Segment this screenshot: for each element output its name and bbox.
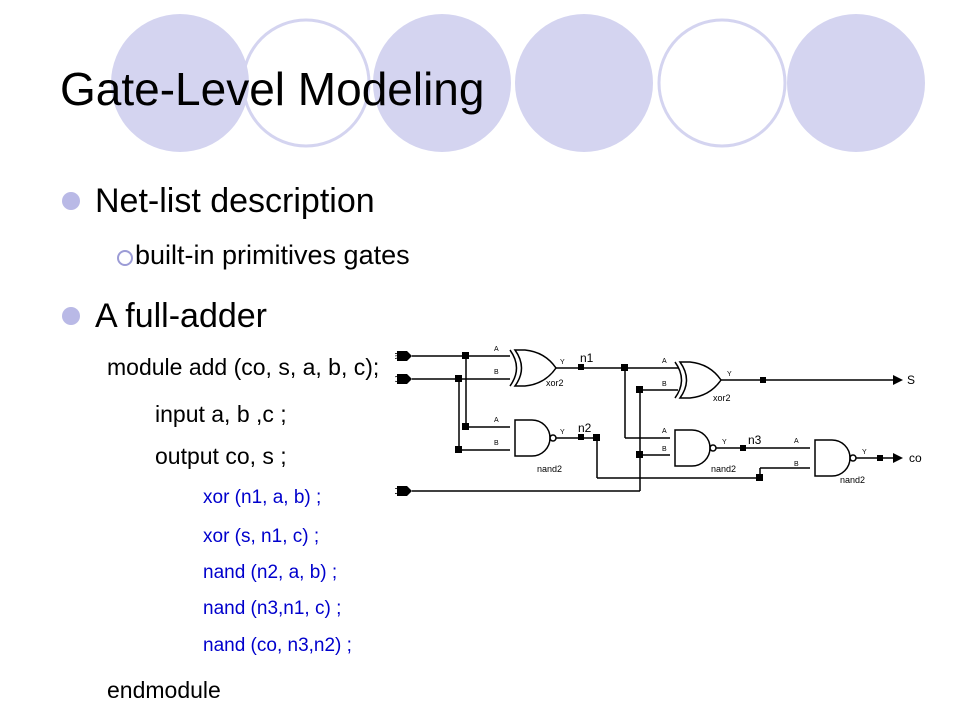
pin-label: A: [494, 417, 499, 424]
port-label: S: [907, 373, 915, 387]
port-label: a: [395, 350, 400, 362]
code-gate-line: xor (s, n1, c) ;: [203, 526, 320, 547]
deco-circle: [241, 18, 371, 148]
gate-label: nand2: [711, 464, 736, 474]
full-adder-schematic: a b c S co n1 n2 n3 xor2 nand2 xor2 nand…: [395, 345, 945, 515]
pin-label: Y: [727, 371, 732, 378]
pin-label: B: [494, 369, 499, 376]
pin-label: A: [794, 438, 799, 445]
deco-circle: [657, 18, 787, 148]
code-input-line: input a, b ,c ;: [155, 401, 287, 427]
pin-label: Y: [862, 449, 867, 456]
port-label: co: [909, 451, 922, 465]
pin-label: B: [794, 461, 799, 468]
gate-label: xor2: [713, 393, 731, 403]
port-label: b: [395, 373, 399, 385]
slide-title: Gate-Level Modeling: [60, 63, 485, 115]
bullet-netlist: Net-list description: [95, 182, 375, 220]
gate-label: nand2: [840, 475, 865, 485]
pin-label: B: [494, 440, 499, 447]
gate-label: xor2: [546, 378, 564, 388]
sub-bullet-icon: [117, 250, 133, 266]
code-output-line: output co, s ;: [155, 443, 287, 469]
gate-label: nand2: [537, 464, 562, 474]
code-gate-line: nand (co, n3,n2) ;: [203, 635, 352, 656]
code-gate-line: nand (n3,n1, c) ;: [203, 598, 342, 619]
code-gate-line: xor (n1, a, b) ;: [203, 487, 322, 508]
bullet-dot-icon: [62, 307, 80, 325]
pin-label: A: [494, 346, 499, 353]
sub-bullet-primitives: built-in primitives gates: [135, 240, 410, 270]
port-label: c: [395, 485, 399, 497]
pin-label: Y: [560, 359, 565, 366]
pin-label: Y: [722, 439, 727, 446]
net-label: n1: [580, 351, 594, 365]
net-label: n2: [578, 421, 592, 435]
bullet-full-adder: A full-adder: [95, 297, 267, 335]
deco-circle: [373, 14, 511, 152]
bullet-dot-icon: [62, 192, 80, 210]
pin-label: Y: [560, 429, 565, 436]
pin-label: B: [662, 381, 667, 388]
pin-label: B: [662, 446, 667, 453]
net-label: n3: [748, 433, 762, 447]
pin-label: A: [662, 358, 667, 365]
deco-circle: [515, 14, 653, 152]
code-module-line: module add (co, s, a, b, c);: [107, 354, 380, 380]
code-end-line: endmodule: [107, 677, 221, 703]
deco-circle: [111, 14, 249, 152]
pin-label: A: [662, 428, 667, 435]
deco-circle: [787, 14, 925, 152]
code-gate-line: nand (n2, a, b) ;: [203, 562, 338, 583]
